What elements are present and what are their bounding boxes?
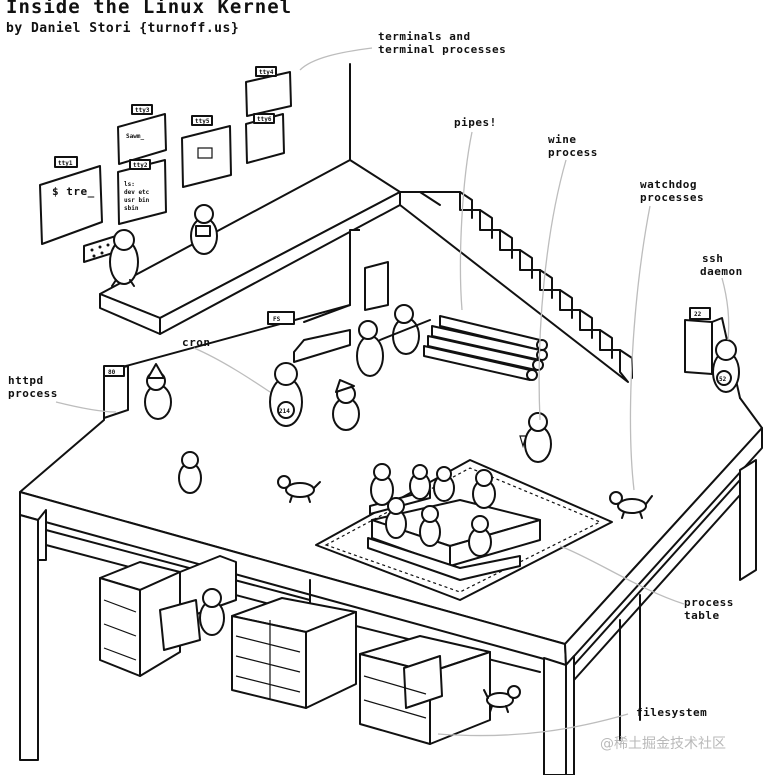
tty2-line2: dev etc <box>124 189 150 196</box>
keyboard-panel <box>83 235 117 263</box>
label-cron: cron <box>182 336 211 349</box>
penguin-stairs-pair <box>356 304 431 377</box>
comic-byline: by Daniel Stori {turnoff.us} <box>6 21 239 36</box>
label-wine-line1: wine <box>548 133 577 146</box>
fs-sign: FS <box>273 316 281 323</box>
label-watchdog-line2: processes <box>640 191 704 204</box>
label-httpd-line2: process <box>8 387 58 400</box>
tty2-sign: tty2 <box>133 162 148 169</box>
watchdog-left <box>277 475 321 503</box>
pipes <box>423 315 548 381</box>
label-httpd-line1: httpd <box>8 374 44 387</box>
tty4-sign: tty4 <box>259 69 274 76</box>
port80-sign: 80 <box>108 369 116 376</box>
terminal-tty4: tty4 <box>245 66 292 117</box>
penguins-at-process-table <box>370 463 496 557</box>
penguin-filesystem <box>199 588 225 636</box>
terminal-tty1: $ tre_ tty1 <box>39 156 103 245</box>
penguin-httpd <box>144 363 172 420</box>
tty3-sign: tty3 <box>135 107 150 114</box>
label-pipes: pipes! <box>454 116 497 129</box>
cron-badge: 214 <box>279 408 290 415</box>
penguin-cron: 214 <box>269 362 303 427</box>
tty1-sign: tty1 <box>58 160 73 167</box>
terminal-tty5: tty5 <box>181 115 232 188</box>
upper-floor <box>99 63 401 335</box>
terminal-tty6: tty6 <box>245 113 285 164</box>
penguin-wine <box>519 412 552 463</box>
penguin-terminal-user <box>109 229 139 287</box>
comic-title: Inside the Linux Kernel <box>6 0 292 18</box>
label-filesystem: filesystem <box>636 706 707 719</box>
watermark: @稀土掘金技术社区 <box>600 736 726 752</box>
file-cabinets-left <box>99 555 237 677</box>
penguin-wandering <box>178 451 202 494</box>
label-ssh-line1: ssh <box>702 252 723 265</box>
main-floor: 80 FS 22 <box>19 229 763 666</box>
label-process-table-line2: table <box>684 609 720 622</box>
ssh-badge: 52 <box>719 376 727 383</box>
penguin-ssh: 52 <box>712 339 740 393</box>
watchdog-basement <box>483 685 521 713</box>
watchdog-right <box>609 491 653 519</box>
file-cabinets-right <box>359 635 491 745</box>
label-watchdog-line1: watchdog <box>640 178 697 191</box>
penguin-tty-typist <box>190 204 218 255</box>
tty2-line4: sbin <box>124 205 139 212</box>
label-process-table-line1: process <box>684 596 734 609</box>
tty2-line3: usr bin <box>124 197 150 204</box>
terminal-tty3: Sawm_ tty3 <box>117 104 167 165</box>
tty3-text: Sawm_ <box>126 133 144 140</box>
tty1-prompt: $ tre_ <box>52 185 95 198</box>
label-ssh-line2: daemon <box>700 265 743 278</box>
penguin-elf <box>332 379 360 431</box>
tty5-sign: tty5 <box>195 118 210 125</box>
port22-sign: 22 <box>694 311 702 318</box>
label-terminals-line2: terminal processes <box>378 43 506 56</box>
label-wine-line2: process <box>548 146 598 159</box>
tty2-line1: ls: <box>124 181 135 188</box>
label-terminals-line1: terminals and <box>378 30 471 43</box>
tty6-sign: tty6 <box>257 116 272 123</box>
terminal-tty2: ls: dev etc usr bin sbin tty2 <box>117 159 167 225</box>
callout-leaders <box>55 47 730 737</box>
file-cabinets-middle <box>231 597 357 709</box>
staircase <box>399 191 633 383</box>
